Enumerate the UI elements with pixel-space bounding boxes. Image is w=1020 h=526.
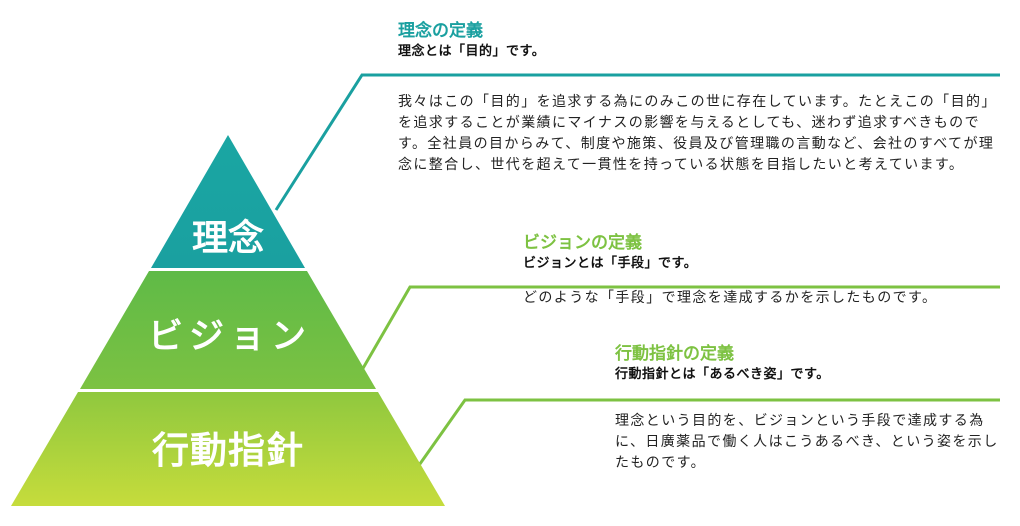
definition-block-vision: ビジョンの定義 ビジョンとは「手段」です。 どのような「手段」で理念を達成するか… xyxy=(523,232,936,306)
heading-rinen: 理念の定義 xyxy=(398,21,483,41)
pyramid-tier-vision xyxy=(80,271,376,389)
body-rinen: 我々はこの「目的」を追求する為にのみこの世に存在しています。たとえこの「目的」を… xyxy=(398,94,997,173)
subheading-action: 行動指針とは「あるべき姿」です。 xyxy=(615,367,830,382)
definition-block-action: 行動指針の定義 行動指針とは「あるべき姿」です。 理念という目的を、ビジョンとい… xyxy=(615,343,997,471)
connector-line-vision xyxy=(360,285,1000,371)
subheading-rinen: 理念とは「目的」です。 xyxy=(398,44,546,59)
tier-label-action: 行動指針 xyxy=(152,429,304,472)
connector-line-rinen xyxy=(274,73,1000,211)
heading-action: 行動指針の定義 xyxy=(615,344,734,364)
connector-line-action xyxy=(408,398,1000,479)
heading-vision: ビジョンの定義 xyxy=(523,233,642,253)
subheading-vision: ビジョンとは「手段」です。 xyxy=(523,256,698,271)
tier-label-vision: ビジョン xyxy=(148,317,312,357)
tier-label-rinen: 理念 xyxy=(192,217,264,259)
body-vision: どのような「手段」で理念を達成するかを示したものです。 xyxy=(523,290,938,306)
definition-block-rinen: 理念の定義 理念とは「目的」です。 我々はこの「目的」を追求する為にのみこの世に… xyxy=(398,20,995,173)
body-action: 理念という目的を、ビジョンという手段で達成する為に、日廣薬品で働く人はこうあるべ… xyxy=(615,413,999,471)
pyramid-tier-action xyxy=(11,392,445,506)
pyramid-tier-rinen xyxy=(151,135,305,268)
